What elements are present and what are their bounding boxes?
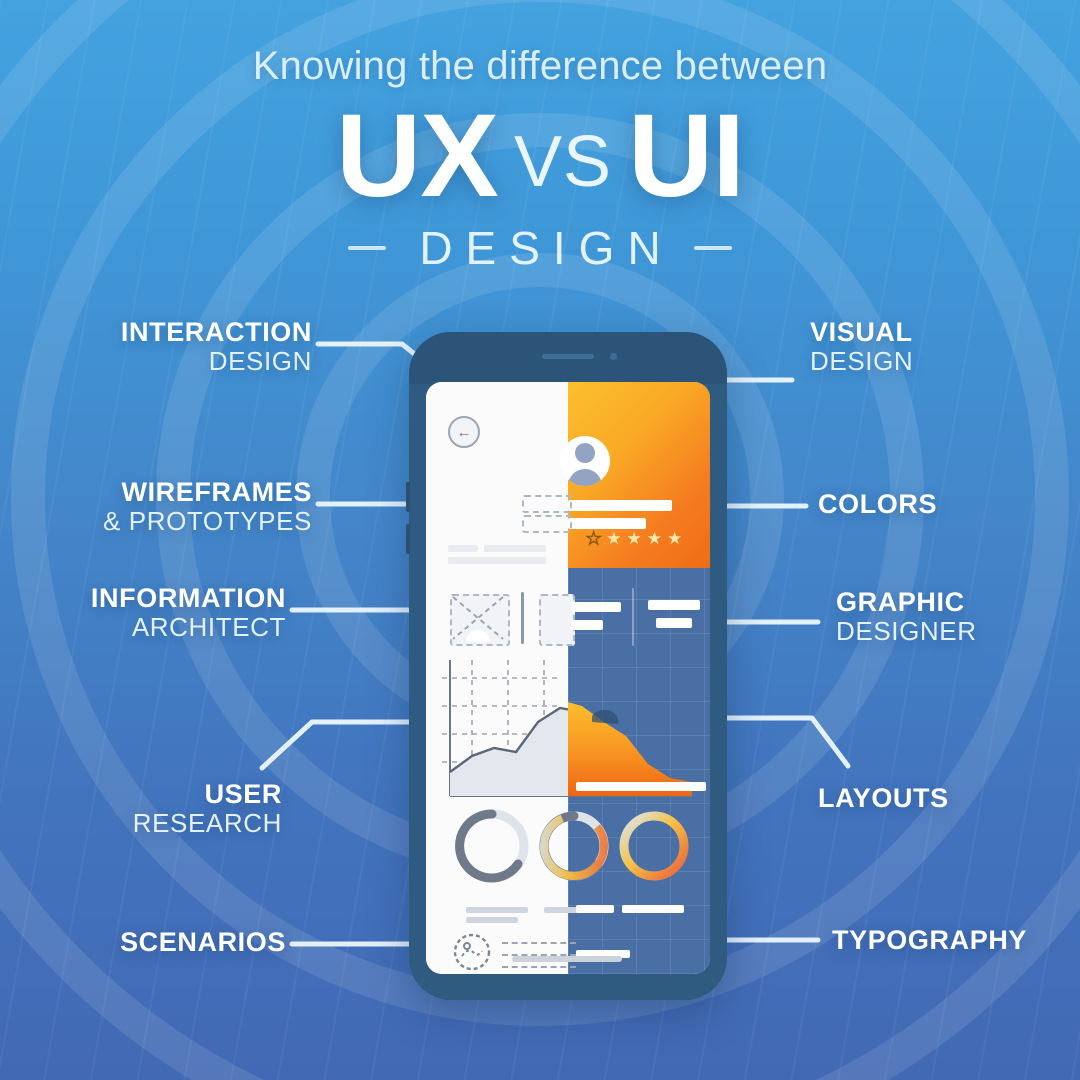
label-interaction-design-line2: DESIGN — [208, 345, 312, 376]
wire-text-chip-2 — [484, 545, 546, 552]
label-scenarios[interactable]: SCENARIOS — [0, 928, 286, 957]
ia-placeholder-box-2 — [539, 594, 575, 646]
label-interaction-design-line1: INTERACTION — [120, 317, 312, 347]
label-user-line2: RESEARCH — [132, 807, 282, 838]
label-visual-design[interactable]: VISUAL DESIGN — [810, 318, 913, 376]
phone-screen: ← ★ ★ ★ ★ ★ — [426, 382, 710, 974]
donut-caption-3 — [544, 907, 602, 913]
label-layouts-line1: LAYOUTS — [818, 783, 949, 813]
star-icon-5: ★ — [667, 529, 683, 548]
label-information-line1: INFORMATION — [90, 583, 286, 613]
label-user-research[interactable]: USER RESEARCH — [0, 780, 282, 838]
term-ux: UX — [336, 90, 499, 222]
label-wireframes-prototypes[interactable]: WIREFRAMES & PROTOTYPES — [0, 478, 312, 536]
label-visual-line2: DESIGN — [810, 345, 914, 376]
label-graphic-line1: GRAPHIC — [836, 587, 965, 617]
ia-placeholder-cross-1 — [452, 596, 504, 642]
rating-stars[interactable]: ★ ★ ★ ★ ★ — [585, 529, 683, 548]
avatar — [560, 436, 610, 486]
scenario-text-line-2 — [502, 954, 576, 956]
home-indicator — [512, 956, 622, 962]
phone-frame-top — [409, 332, 727, 384]
skeleton-title-bar — [568, 500, 672, 511]
phone-volume-down-button[interactable] — [406, 524, 410, 554]
scenario-icon — [453, 933, 491, 971]
wire-text-chip-3 — [448, 557, 546, 564]
dash-left-icon — [348, 246, 387, 250]
ia-bar-2 — [571, 620, 603, 630]
star-icon-3: ★ — [626, 529, 642, 548]
ui-bar-2 — [656, 618, 692, 628]
skeleton-subtitle-bar — [568, 518, 646, 529]
ia-divider — [521, 592, 524, 644]
star-icon-2: ★ — [606, 529, 622, 548]
ui-scenario-bar — [576, 950, 630, 958]
star-icon-4: ★ — [646, 529, 662, 548]
wire-text-chip-1 — [448, 545, 478, 552]
header-kicker: Knowing the difference between — [252, 44, 828, 88]
donut-charts — [455, 809, 689, 883]
header-subtitle: DESIGN — [419, 222, 674, 274]
label-layouts[interactable]: LAYOUTS — [818, 784, 949, 813]
label-typography[interactable]: TYPOGRAPHY — [832, 926, 1027, 955]
area-chart — [442, 660, 692, 797]
label-colors-line1: COLORS — [818, 489, 938, 519]
label-wireframes-line1: WIREFRAMES — [121, 477, 312, 507]
ui-donut-bar-1 — [576, 905, 614, 913]
wire-title-box — [522, 495, 572, 513]
ui-donut-bar-2 — [622, 905, 684, 913]
term-ui: UI — [627, 90, 745, 222]
header-subtitle-row: DESIGN — [0, 221, 1080, 275]
label-wireframes-line2: & PROTOTYPES — [103, 505, 312, 536]
avatar-head-icon — [575, 443, 595, 463]
back-arrow-icon[interactable]: ← — [448, 416, 480, 448]
dash-right-icon — [693, 246, 732, 250]
label-visual-line1: VISUAL — [810, 317, 913, 347]
label-typography-line1: TYPOGRAPHY — [832, 925, 1028, 955]
avatar-body-icon — [568, 469, 602, 486]
label-information-architect[interactable]: INFORMATION ARCHITECT — [0, 584, 286, 642]
label-user-line1: USER — [204, 779, 282, 809]
ia-bar-1 — [571, 602, 621, 612]
ui-chart-bar — [576, 782, 706, 791]
star-icon-1: ★ — [585, 529, 602, 548]
phone-volume-up-button[interactable] — [406, 482, 410, 512]
term-vs: VS — [513, 122, 612, 202]
label-scenarios-line1: SCENARIOS — [120, 927, 286, 957]
label-information-line2: ARCHITECT — [131, 611, 286, 642]
wire-subtitle-box — [522, 515, 572, 533]
ui-divider — [632, 588, 634, 646]
phone-speaker-icon — [542, 354, 594, 359]
phone-camera-icon — [610, 353, 617, 360]
label-interaction-design[interactable]: INTERACTION DESIGN — [0, 318, 312, 376]
phone-mockup: ← ★ ★ ★ ★ ★ — [406, 332, 727, 1000]
donut-caption-1 — [466, 907, 528, 913]
scenario-text-line-1 — [502, 942, 576, 944]
donut-caption-2 — [466, 917, 518, 923]
label-graphic-line2: DESIGNER — [836, 615, 977, 646]
label-graphic-designer[interactable]: GRAPHIC DESIGNER — [836, 588, 977, 646]
scenario-text-line-3 — [502, 966, 576, 968]
ui-bar-1 — [648, 600, 700, 610]
label-colors[interactable]: COLORS — [818, 490, 937, 519]
